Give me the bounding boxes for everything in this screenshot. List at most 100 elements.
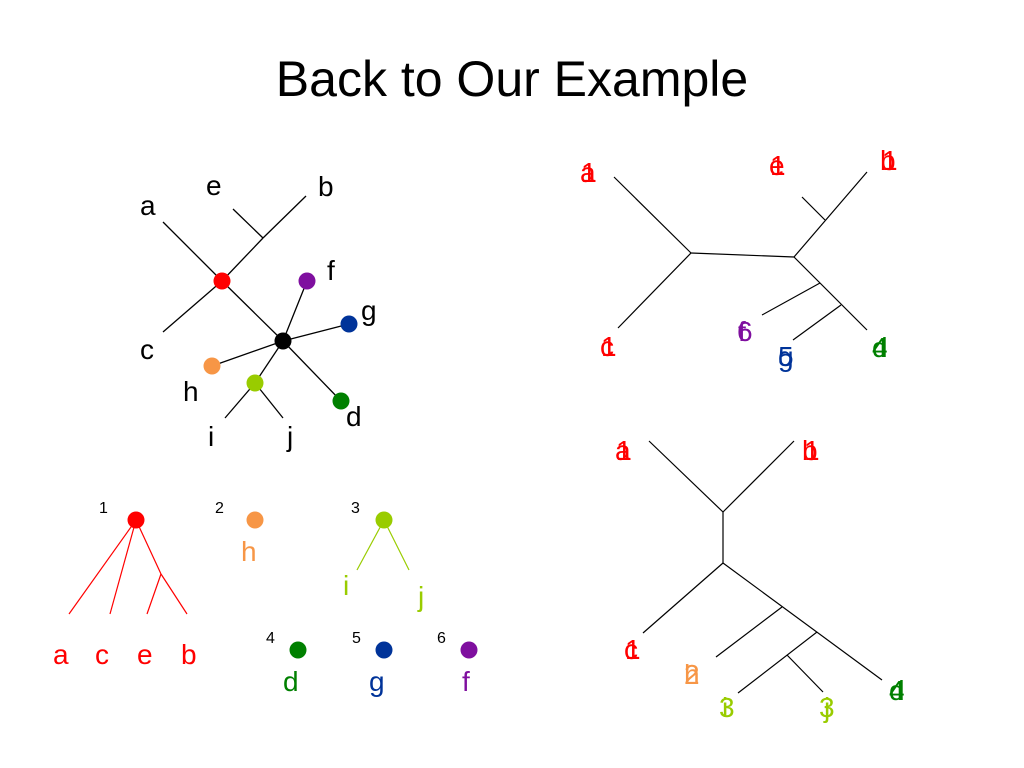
tr-label-f: f [738,316,746,347]
leaf-label-g: g [361,295,377,326]
main-tree-labels: a e b f g c h d i j [140,170,377,452]
node-purple [298,272,316,290]
main-edge-center [221,280,284,342]
tree-bottom-right-labels: a 1 b 1 c 1 h 2 i 3 j 3 [615,435,905,723]
leaf-label-f: f [327,255,335,286]
tr-edge-d [793,256,868,331]
tr-label-a-1: a 1 [580,157,597,188]
group-6-leaf-f: f [462,666,470,697]
leaf-label-e: e [206,170,222,201]
main-edge-b [262,195,307,239]
leaf-label-i: i [208,421,214,452]
group-1-leaf-a: a [53,639,69,670]
leaf-label-d: d [346,401,362,432]
br-label-a: a [615,435,631,466]
br-label-a-1: a 1 [615,435,632,466]
main-edge-g [282,323,350,342]
tr-label-num: 1 [770,150,786,181]
tree-top-right [613,171,868,341]
br-edge-c [642,562,724,634]
tr-label-b: b [880,145,896,176]
tree-top-right-labels: a 1 e 1 b 1 c 1 f 6 g 5 [580,145,898,372]
group-1: 1 a c e b [53,500,197,670]
tr-edge-f [761,282,821,316]
tr-label-g-5: g 5 [778,341,794,372]
main-edge-e [232,208,264,239]
br-edge-j [786,654,824,693]
group-1-edge-b [160,573,188,615]
group-1-edge-e [146,573,162,615]
node-blue [340,315,358,333]
tr-label-e: e [769,150,785,181]
br-label-num: 1 [616,435,632,466]
group-1-edge-a [68,519,137,615]
main-edge-c [162,280,223,333]
group-3-leaf-i: i [343,570,349,601]
br-label-num: 1 [625,634,641,665]
br-label-num: 3 [819,692,835,723]
tr-edge-e [801,196,826,221]
group-number: 1 [99,500,108,517]
br-label-h: h [684,659,700,690]
group-1-leaf-c: c [95,639,109,670]
br-label-i: i [722,692,728,723]
tr-label-num: 4 [872,332,888,363]
group-6: 6 f [437,630,478,697]
br-label-num: 2 [684,659,700,690]
br-label-d-4: d 4 [889,675,905,706]
node-lime [246,374,264,392]
br-label-j-3: j 3 [819,692,835,723]
group-1-leaf-b: b [181,639,197,670]
main-edge-d [282,340,342,402]
leaf-label-j: j [286,421,293,452]
group-4: 4 d [266,630,307,697]
tr-label-num: 1 [882,145,898,176]
group-4-node [289,641,307,659]
group-3-leaf-j: j [417,581,424,612]
group-5-leaf-g: g [369,666,385,697]
tr-edge-c [617,252,692,329]
group-2-leaf-h: h [241,536,257,567]
br-label-b: b [802,435,818,466]
group-3: 3 i j [343,500,424,612]
tr-label-f-6: f 6 [737,316,753,347]
main-edge-a [162,221,223,282]
leaf-label-c: c [140,334,154,365]
node-black [274,332,292,350]
br-edge-d [722,562,883,681]
tree-bottom-right [642,440,883,694]
br-label-i-3: i 3 [719,692,735,723]
tr-edge-g [792,304,842,341]
main-edge-h [211,340,284,367]
br-label-num: 3 [719,692,735,723]
group-2-node [246,511,264,529]
group-number: 3 [351,500,360,517]
tr-label-e-1: e 1 [769,150,786,181]
tr-label-d: d [872,332,888,363]
group-1-node [127,511,145,529]
group-number: 5 [352,630,361,647]
br-label-c: c [624,634,638,665]
group-number: 2 [215,500,224,517]
tr-label-d-4: d 4 [872,332,888,363]
tr-label-b-1: b 1 [880,145,898,176]
group-2: 2 h [215,500,264,567]
br-edge-a [648,440,724,513]
br-label-d: d [889,675,905,706]
node-orange [203,357,221,375]
leaf-label-b: b [318,171,334,202]
tr-edge-a [613,176,692,254]
tr-label-num: 5 [778,341,794,372]
group-3-edge-i [356,519,385,571]
tr-label-a: a [580,157,596,188]
leaf-label-h: h [183,376,199,407]
br-edge-i [737,631,818,694]
node-red [213,272,231,290]
br-label-b-1: b 1 [802,435,820,466]
br-label-num: 4 [889,675,905,706]
main-edge-internal-eb [221,237,264,282]
group-5-node [375,641,393,659]
br-label-c-1: c 1 [624,634,641,665]
